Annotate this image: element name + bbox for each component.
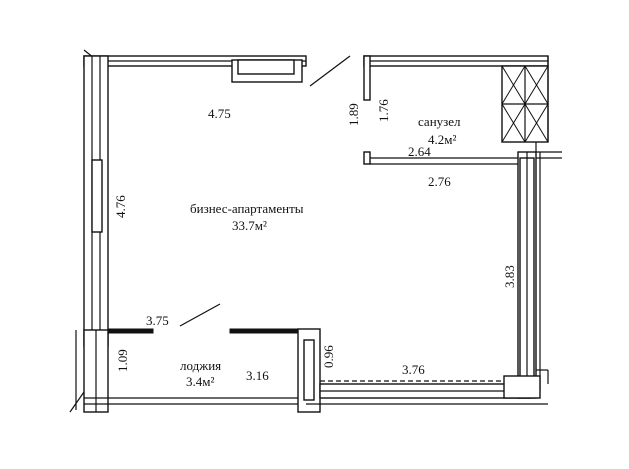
wall-top-left <box>83 55 307 83</box>
room-bathroom-area: 4.2м² <box>428 132 456 147</box>
ventilation-shaft <box>501 56 549 152</box>
dim-left-wall: 4.76 <box>113 195 128 218</box>
dim-bathroom-top-1: 1.89 <box>346 103 361 126</box>
dim-top-wall: 4.75 <box>208 106 231 121</box>
bathroom-partition <box>363 151 562 165</box>
window-left <box>91 159 103 233</box>
dim-bathroom-outer: 2.76 <box>428 174 451 189</box>
dim-loggia-right: 3.16 <box>246 368 269 383</box>
wall-left <box>83 55 109 347</box>
dim-partition: 3.75 <box>146 313 169 328</box>
dim-bottom-wall: 3.76 <box>402 362 425 377</box>
room-main-area: 33.7м² <box>232 218 267 233</box>
dim-loggia-door: 0.96 <box>321 345 336 368</box>
loggia-right-pier <box>297 328 321 413</box>
dim-loggia-left: 1.09 <box>115 349 130 372</box>
room-bathroom-name: санузел <box>418 114 461 129</box>
dim-bathroom-top-2: 1.76 <box>376 99 391 122</box>
loggia-structure <box>69 329 300 413</box>
dim-bathroom-inner: 2.64 <box>408 144 431 159</box>
room-main-name: бизнес-апартаменты <box>190 201 304 216</box>
room-loggia-name: лоджия <box>180 358 221 373</box>
dim-right-wall: 3.83 <box>502 265 517 288</box>
wall-right <box>503 151 549 399</box>
partition-loggia <box>107 303 315 334</box>
room-loggia-area: 3.4м² <box>186 374 214 389</box>
wall-bottom <box>306 380 548 405</box>
